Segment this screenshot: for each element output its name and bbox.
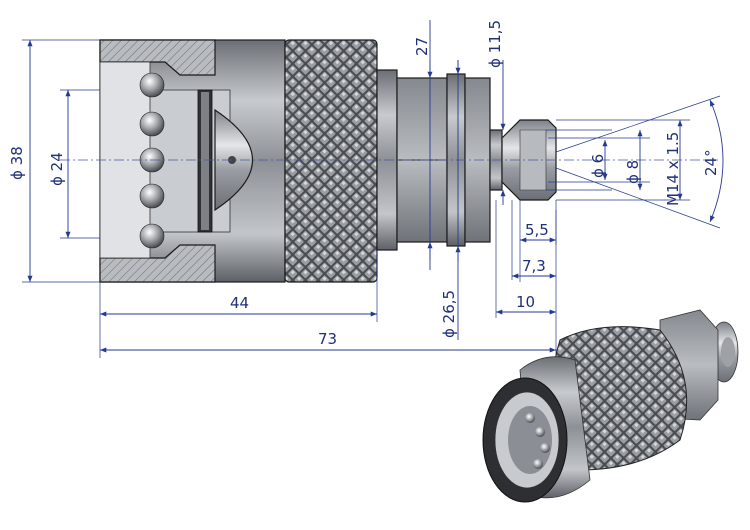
render-ball bbox=[533, 459, 543, 469]
dim-7-3: 7,3 bbox=[522, 257, 546, 275]
dimensions: ϕ 38 ϕ 24 44 73 27 ϕ 26,5 ϕ 11,5 bbox=[8, 20, 724, 358]
render-ball bbox=[540, 443, 550, 453]
dim-27: 27 bbox=[413, 37, 431, 56]
seal-ring-inner bbox=[201, 92, 209, 230]
dim-dia-38: ϕ 38 bbox=[8, 146, 26, 180]
locking-ball bbox=[139, 72, 165, 98]
render-bore bbox=[508, 406, 552, 474]
render-ball bbox=[525, 413, 535, 423]
dim-5-5: 5,5 bbox=[525, 221, 549, 239]
dim-angle: 24° bbox=[702, 149, 720, 176]
dim-thread: M14 x 1.5 bbox=[664, 132, 682, 206]
dim-73: 73 bbox=[318, 330, 337, 348]
product-render bbox=[482, 309, 739, 503]
dim-10: 10 bbox=[516, 293, 535, 311]
dim-dia-8: ϕ 8 bbox=[624, 160, 642, 184]
dim-dia-26-5: ϕ 26,5 bbox=[440, 290, 458, 338]
dim-dia-11-5: ϕ 11,5 bbox=[486, 20, 504, 68]
locking-ball bbox=[139, 183, 165, 209]
dim-44: 44 bbox=[230, 294, 249, 312]
dim-dia-24: ϕ 24 bbox=[48, 152, 66, 186]
dim-arc-angle bbox=[709, 99, 724, 223]
locking-ball bbox=[139, 111, 165, 137]
valve-tip bbox=[228, 156, 236, 164]
locking-ball bbox=[139, 223, 165, 249]
render-nipple-bore bbox=[721, 337, 735, 367]
render-ball bbox=[535, 427, 545, 437]
knurled-sleeve bbox=[284, 39, 378, 283]
dim-dia-6: ϕ 6 bbox=[589, 154, 607, 178]
coupling-section-view bbox=[99, 39, 557, 283]
